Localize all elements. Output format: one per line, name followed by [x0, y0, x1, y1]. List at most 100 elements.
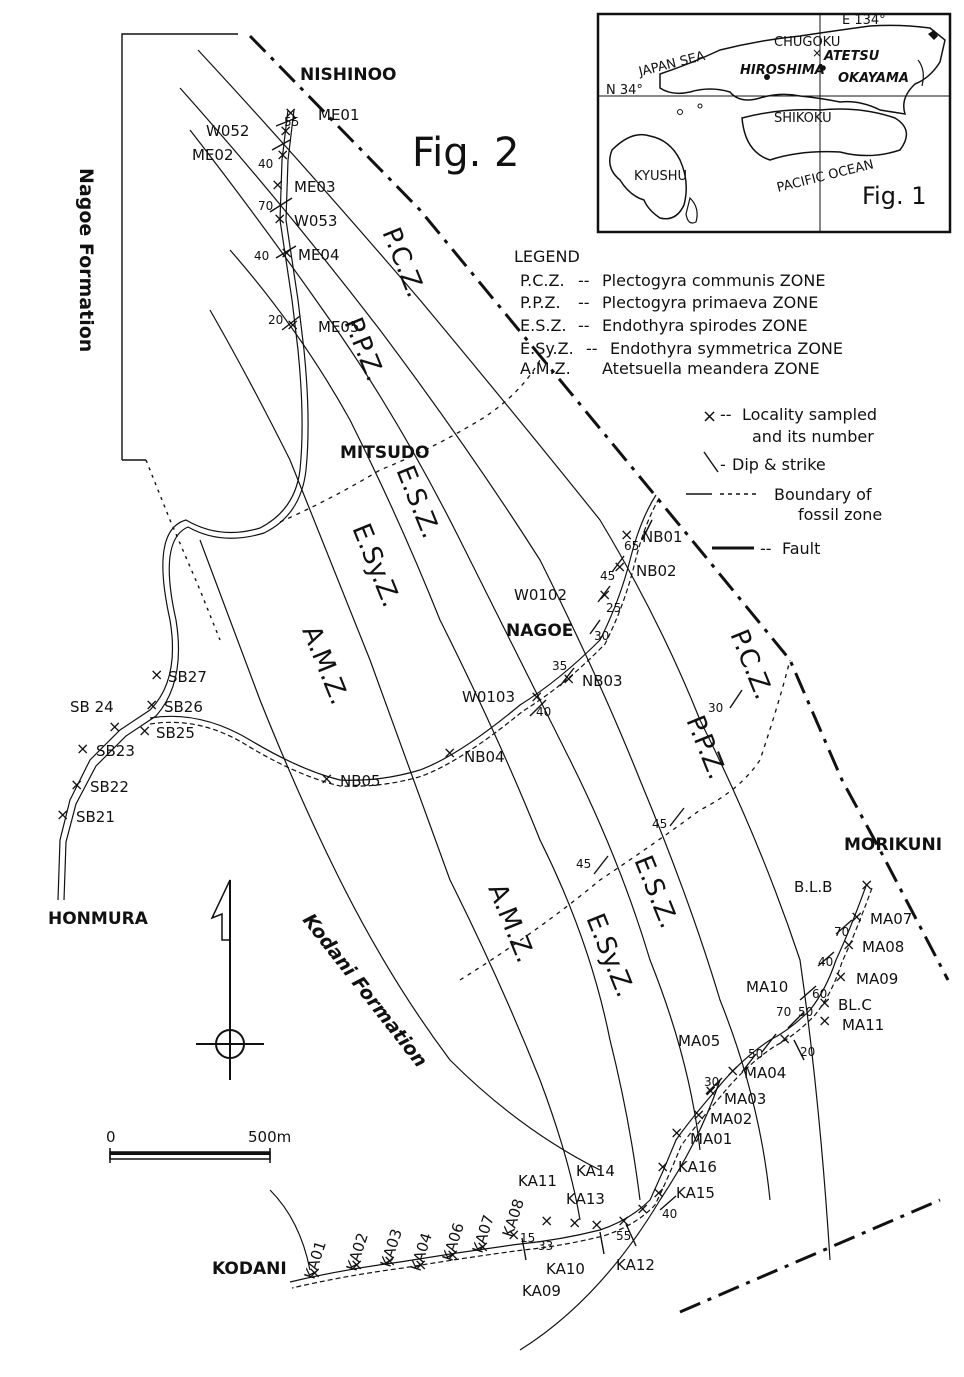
- locality-ma09: MA09: [856, 970, 898, 988]
- svg-text:×: ×: [530, 687, 543, 706]
- svg-text:45: 45: [576, 857, 591, 871]
- locality-me02: ME02: [192, 146, 234, 164]
- locality-nb04: NB04: [464, 748, 505, 766]
- svg-text:-: -: [720, 455, 726, 474]
- svg-text:×: ×: [850, 907, 863, 926]
- svg-text:×: ×: [818, 993, 831, 1012]
- locality-nb01: NB01: [642, 528, 683, 546]
- svg-text:55: 55: [284, 115, 299, 129]
- scale-distance: 500m: [248, 1128, 291, 1146]
- locality-me03: ME03: [294, 178, 336, 196]
- locality-ka12: KA12: [616, 1256, 655, 1274]
- svg-text:20: 20: [800, 1045, 815, 1059]
- svg-text:×: ×: [670, 1123, 683, 1142]
- locality-ma01: MA01: [690, 1130, 732, 1148]
- svg-text:×: ×: [860, 875, 873, 894]
- inset-map: × E 134° JAPAN SEA CHUGOKU ATETSU HIROSH…: [596, 12, 952, 234]
- inset-okayama: OKAYAMA: [838, 71, 909, 86]
- legend-title: LEGEND: [514, 247, 580, 266]
- svg-text:×: ×: [652, 1183, 665, 1202]
- hiroshima-marker: [764, 74, 770, 80]
- legend-zone-abbr: E.Sy.Z.: [520, 339, 574, 358]
- locality-ma07: MA07: [870, 910, 912, 928]
- legend-locality-marker: ×: [702, 406, 717, 427]
- svg-text:70: 70: [776, 1005, 791, 1019]
- svg-text:25: 25: [606, 601, 621, 615]
- locality-ka07: KA07: [469, 1213, 498, 1256]
- svg-text:×: ×: [704, 1081, 717, 1100]
- legend-zone-abbr: P.P.Z.: [520, 293, 561, 312]
- svg-text:×: ×: [443, 743, 456, 762]
- zone-esyz-south: E.Sy.Z.: [580, 909, 640, 1001]
- formation-nagoe: Nagoe Formation: [75, 168, 97, 352]
- zone-esyz-north: E.Sy.Z.: [346, 519, 406, 611]
- svg-text:×: ×: [818, 1011, 831, 1030]
- svg-text:×: ×: [271, 175, 284, 194]
- locality-ka09: KA09: [522, 1282, 561, 1300]
- locality-w052: W052: [206, 122, 249, 140]
- locality-w0102: W0102: [514, 586, 567, 604]
- fault-lines: [248, 34, 950, 1314]
- svg-text:45: 45: [600, 569, 615, 583]
- honshu-coast: [659, 24, 946, 115]
- okayama-marker: [820, 65, 826, 71]
- legend-locality-2: and its number: [752, 427, 874, 446]
- svg-text:×: ×: [350, 1255, 363, 1274]
- svg-text:40: 40: [258, 157, 273, 171]
- svg-text:50: 50: [798, 1005, 813, 1019]
- svg-text:70: 70: [258, 199, 273, 213]
- legend-zone-name: Plectogyra communis ZONE: [602, 271, 825, 290]
- legend-zone-name: Plectogyra primaeva ZONE: [602, 293, 818, 312]
- svg-text:55: 55: [616, 1229, 631, 1243]
- locality-sb23: SB23: [96, 742, 135, 760]
- svg-text:--: --: [720, 405, 732, 424]
- svg-text:×: ×: [726, 1061, 739, 1080]
- locality-w0103: W0103: [462, 688, 515, 706]
- legend-boundary-2: fossil zone: [798, 505, 882, 524]
- zone-ppz-north: P.P.Z.: [338, 313, 390, 385]
- svg-text:×: ×: [568, 1213, 581, 1232]
- locality-sb21: SB21: [76, 808, 115, 826]
- svg-text:×: ×: [284, 103, 297, 122]
- svg-text:--: --: [586, 339, 598, 358]
- svg-text:×: ×: [540, 1211, 553, 1230]
- dip-strike-symbols: [269, 117, 853, 1261]
- locality-sb26: SB26: [164, 698, 203, 716]
- locality-ka15: KA15: [676, 1184, 715, 1202]
- zone-pcz-south: P.C.Z.: [724, 625, 779, 703]
- svg-text:--: --: [578, 293, 590, 312]
- zone-esz-north: E.S.Z.: [390, 461, 446, 542]
- place-kodani: KODANI: [212, 1259, 287, 1279]
- locality-nb03: NB03: [582, 672, 623, 690]
- svg-text:×: ×: [842, 935, 855, 954]
- legend-dip: Dip & strike: [732, 455, 826, 474]
- locality-ka11: KA11: [518, 1172, 557, 1190]
- svg-text:30: 30: [704, 1075, 719, 1089]
- inset-hiroshima: HIROSHIMA: [740, 63, 825, 78]
- legend-zone-abbr: E.S.Z.: [520, 316, 566, 335]
- legend-fault: Fault: [782, 539, 820, 558]
- locality-ma10: MA10: [746, 978, 788, 996]
- inset-n34: N 34°: [606, 83, 643, 98]
- svg-text:15: 15: [520, 1231, 535, 1245]
- svg-text:×: ×: [656, 1157, 669, 1176]
- svg-text:×: ×: [778, 1029, 791, 1048]
- legend-zone-name: Endothyra spirodes ZONE: [602, 316, 808, 335]
- svg-text:×: ×: [507, 1225, 520, 1244]
- place-honmura: HONMURA: [48, 909, 149, 929]
- zone-ppz-south: P.P.Z.: [680, 711, 732, 783]
- svg-text:×: ×: [286, 315, 299, 334]
- svg-text:×: ×: [138, 721, 151, 740]
- legend-zone-entries: P.C.Z. -- Plectogyra communis ZONE P.P.Z…: [520, 271, 843, 378]
- svg-text:×: ×: [414, 1255, 427, 1274]
- north-arrow: [196, 879, 264, 1080]
- svg-text:×: ×: [70, 775, 83, 794]
- svg-text:×: ×: [590, 1215, 603, 1234]
- locality-sb27: SB27: [168, 668, 207, 686]
- locality-ma03: MA03: [724, 1090, 766, 1108]
- dip-values: 55 40 70 40 20 65 45 25 30 35 40 30 45 4…: [254, 115, 849, 1253]
- locality-ma11: MA11: [842, 1016, 884, 1034]
- legend-boundary-1: Boundary of: [774, 485, 872, 504]
- legend-zone-name: Endothyra symmetrica ZONE: [610, 339, 843, 358]
